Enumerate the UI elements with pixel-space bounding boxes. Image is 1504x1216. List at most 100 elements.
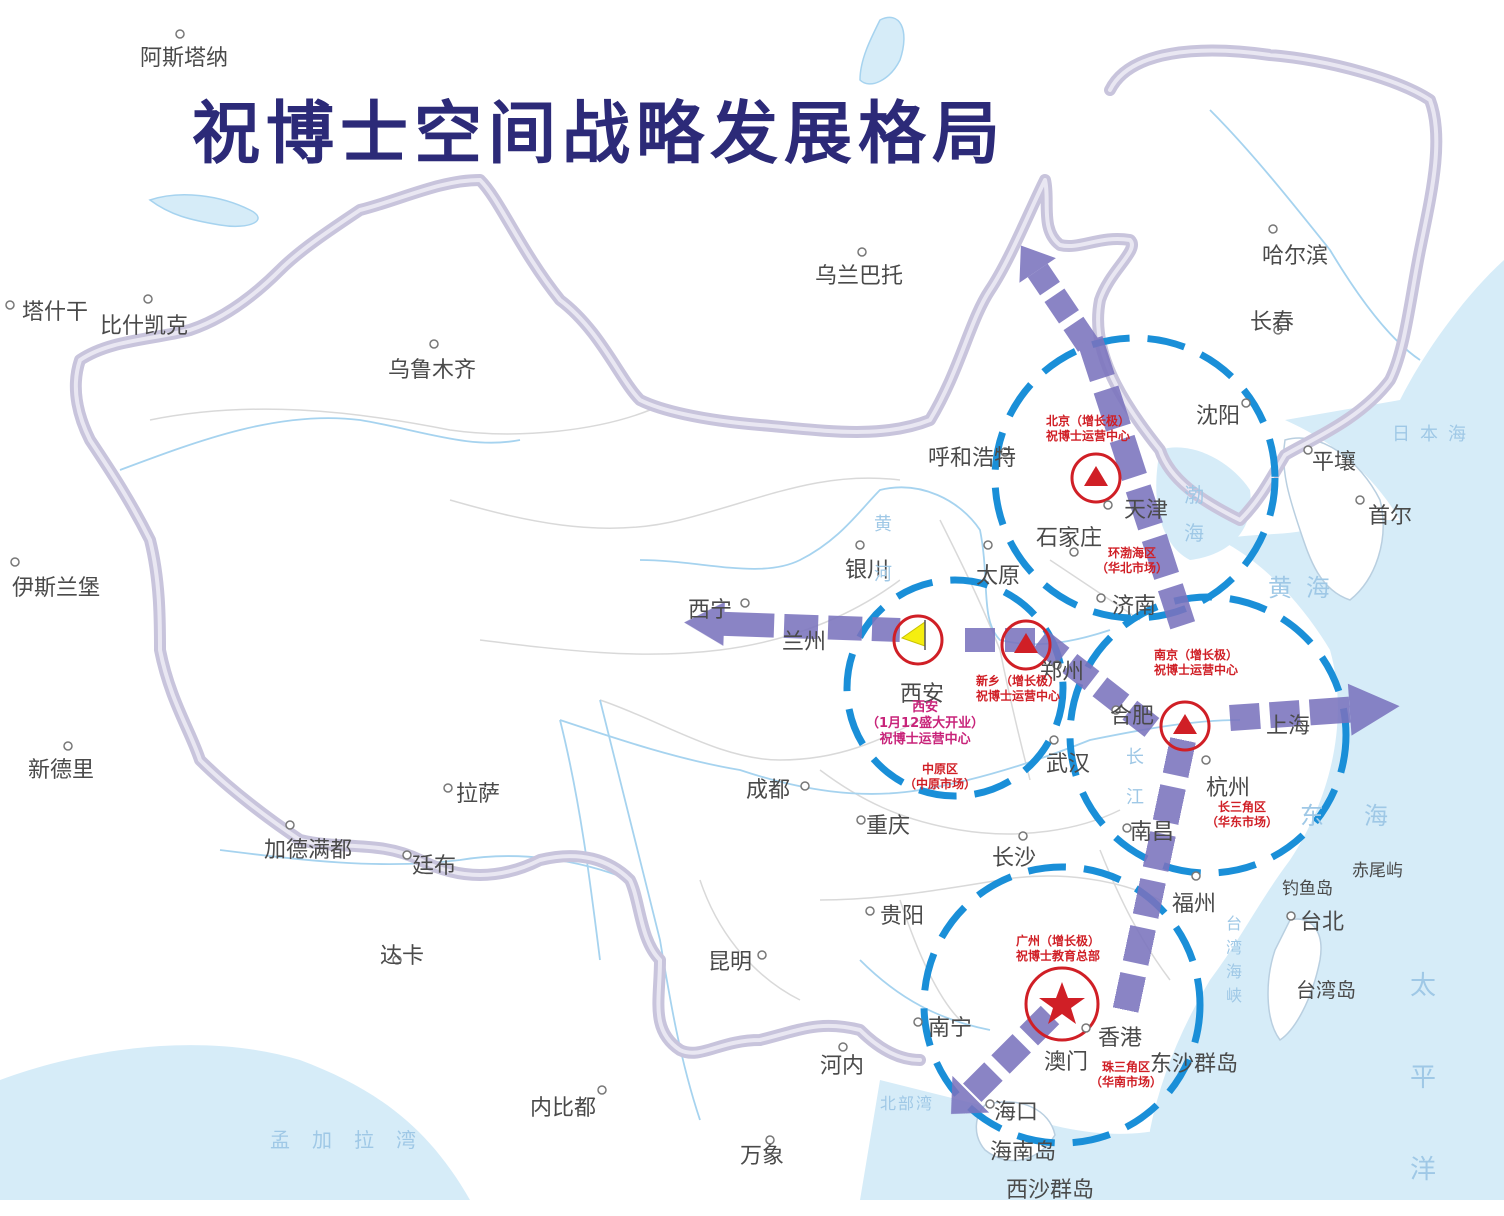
city-nanning: 南宁 — [928, 1016, 973, 1041]
city-changchun: 长春 — [1250, 310, 1295, 335]
city-haikou: 海口 — [994, 1100, 1039, 1125]
star-guangzhou-icon — [1039, 982, 1085, 1024]
triangle-beijing-icon — [1084, 466, 1108, 486]
annotation-yangtze-line1: 长三角区 — [1218, 800, 1267, 814]
annotation-nanjing: 南京（增长极） 祝博士运营中心 — [1154, 648, 1238, 678]
pacific-sea-area — [1285, 260, 1504, 520]
sea-japan: 日本海 — [1392, 424, 1476, 445]
korea-peninsula — [1282, 437, 1384, 601]
china-border — [69, 44, 1443, 1066]
city-naypyidaw: 内比都 — [530, 1096, 597, 1121]
page-title: 祝博士空间战略发展格局 — [192, 95, 1007, 174]
city-shanghai: 上海 — [1266, 714, 1311, 739]
city-xisha: 西沙群岛 — [1006, 1178, 1095, 1203]
city-guiyang: 贵阳 — [880, 904, 925, 929]
annotation-bohai-line2: （华北市场） — [1096, 561, 1169, 575]
bengal-sea-area — [0, 1045, 470, 1200]
city-astana: 阿斯塔纳 — [140, 46, 229, 71]
city-seoul: 首尔 — [1368, 504, 1413, 529]
city-nanchang: 南昌 — [1130, 820, 1175, 845]
city-diaoyu: 钓鱼岛 — [1282, 879, 1333, 899]
circle-zhongyuan — [843, 576, 1067, 800]
circle-huabei — [991, 334, 1279, 622]
annotation-guangzhou-line1: 广州（增长极） — [1016, 934, 1101, 948]
sea-strait: 台湾海峡 — [1226, 914, 1243, 1005]
annotation-beijing-line1: 北京（增长极） — [1046, 414, 1131, 428]
annotation-central-line1: 中原区 — [922, 762, 959, 776]
city-hanoi: 河内 — [820, 1054, 865, 1079]
marker-xian — [892, 614, 944, 666]
city-shenyang: 沈阳 — [1196, 404, 1241, 429]
city-xining: 西宁 — [688, 598, 733, 623]
sea-east: 东海 — [1300, 802, 1428, 830]
city-kunming: 昆明 — [708, 950, 753, 975]
lake — [859, 16, 905, 85]
city-newdelhi: 新德里 — [28, 758, 95, 783]
city-yinchuan: 银川 — [845, 558, 890, 583]
annotation-yangtze-region: 长三角区 （华东市场） — [1206, 800, 1278, 830]
city-xian: 西安 — [900, 682, 945, 707]
annotation-xian-center: 西安 （1月12盛大开业） 祝博士运营中心 — [866, 700, 984, 748]
marker-xinxiang — [1000, 619, 1052, 671]
province-boundaries — [149, 408, 1171, 1021]
annotation-xian-line2: （1月12盛大开业） — [866, 716, 985, 731]
annotation-central-region: 中原区 （中原市场） — [904, 762, 976, 792]
market-circles — [843, 334, 1350, 1147]
annotation-xinxiang: 新乡（增长极） 祝博士运营中心 — [976, 674, 1060, 704]
city-hangzhou: 杭州 — [1206, 776, 1251, 801]
sea-pacific: 太平洋 — [1410, 971, 1447, 1185]
city-harbin: 哈尔滨 — [1262, 244, 1329, 269]
annotation-beijing-line2: 祝博士运营中心 — [1046, 429, 1131, 443]
city-dongsha: 东沙群岛 — [1150, 1052, 1239, 1077]
city-jinan: 济南 — [1112, 594, 1157, 619]
annotation-pearl-line1: 珠三角区 — [1102, 1060, 1151, 1074]
city-hohhot: 呼和浩特 — [928, 446, 1017, 471]
city-hainan: 海南岛 — [990, 1140, 1057, 1165]
city-dhaka: 达卡 — [380, 944, 425, 969]
city-tashkent: 塔什干 — [22, 300, 89, 325]
markers — [892, 452, 1211, 1042]
city-lhasa: 拉萨 — [456, 782, 501, 807]
city-chongqing: 重庆 — [866, 814, 911, 839]
city-wuhan: 武汉 — [1046, 752, 1091, 777]
annotation-guangzhou: 广州（增长极） 祝博士教育总部 — [1016, 934, 1100, 964]
flag-xian-icon — [900, 621, 926, 647]
city-chiwei: 赤尾屿 — [1352, 861, 1403, 881]
annotation-xian-line3: 祝博士运营中心 — [879, 732, 971, 747]
city-kathmandu: 加德满都 — [264, 838, 353, 863]
annotation-xian-line1: 西安 — [912, 700, 939, 715]
hainan-island — [975, 1101, 1056, 1162]
city-shijiazhuang: 石家庄 — [1036, 526, 1103, 551]
river-yangtze: 长江 — [1126, 747, 1144, 808]
taiwan-island — [1267, 918, 1322, 1042]
city-fuzhou: 福州 — [1172, 892, 1217, 917]
lake-balkhash — [148, 194, 259, 228]
city-vientiane: 万象 — [740, 1144, 785, 1169]
marker-nanjing — [1159, 700, 1211, 752]
annotation-bohai-region: 环渤海区 （华北市场） — [1096, 546, 1168, 576]
annotation-yangtze-line2: （华东市场） — [1206, 815, 1279, 829]
marker-guangzhou — [1024, 966, 1100, 1042]
annotation-pearl-region: 珠三角区 （华南市场） — [1090, 1060, 1162, 1090]
city-changsha: 长沙 — [992, 846, 1037, 871]
city-urumqi: 乌鲁木齐 — [388, 358, 477, 383]
city-taipei: 台北 — [1300, 910, 1345, 935]
city-taiyuan: 太原 — [976, 564, 1021, 589]
city-islamabad: 伊斯兰堡 — [12, 576, 101, 601]
sea-yellow: 黄海 — [1268, 574, 1344, 602]
china-border-inner — [73, 48, 1439, 1062]
city-zhengzhou: 郑州 — [1040, 660, 1085, 685]
city-tianjin: 天津 — [1124, 498, 1169, 523]
city-chengdu: 成都 — [746, 778, 791, 803]
triangle-xinxiang-icon — [1014, 633, 1038, 653]
annotation-pearl-line2: （华南市场） — [1090, 1075, 1163, 1089]
city-bishkek: 比什凯克 — [100, 314, 189, 339]
annotation-guangzhou-line2: 祝博士教育总部 — [1016, 949, 1101, 963]
annotation-xinxiang-line1: 新乡（增长极） — [976, 674, 1061, 688]
city-macau: 澳门 — [1044, 1050, 1089, 1075]
city-thimphu: 廷布 — [412, 854, 457, 879]
city-taiwan: 台湾岛 — [1296, 978, 1356, 1002]
sea-bohai: 渤海 — [1184, 483, 1214, 545]
city-lanzhou: 兰州 — [782, 630, 827, 655]
